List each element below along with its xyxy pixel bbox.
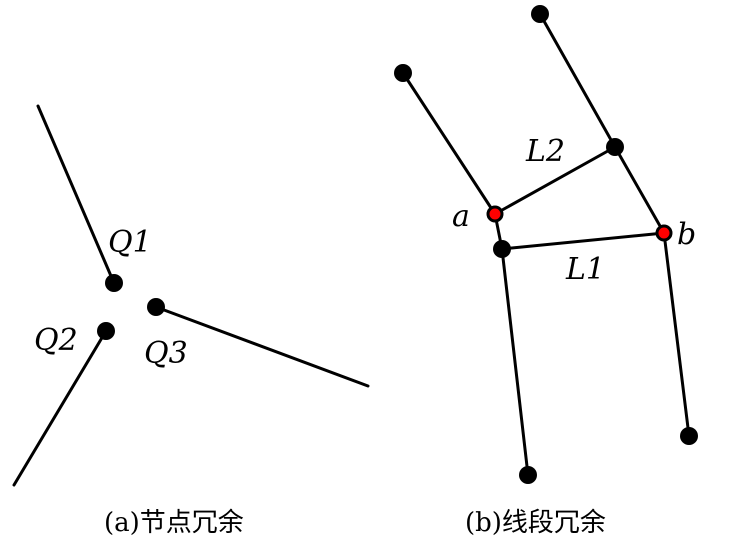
panel-a: Q1 Q2 Q3 (a)节点冗余 <box>12 104 370 538</box>
segment-q2 <box>12 329 108 487</box>
segment-q3 <box>154 305 370 388</box>
label-l2: L2 <box>525 134 565 169</box>
node-q3 <box>147 298 165 316</box>
node-a <box>486 205 504 223</box>
panel-b: L2 L1 a b (b)线段冗余 <box>394 5 698 538</box>
node-q1 <box>105 274 123 292</box>
label-l1: L1 <box>565 252 605 287</box>
node-b <box>655 224 673 242</box>
node-bottom-left <box>519 466 537 484</box>
segment-q1 <box>36 104 116 285</box>
segment-right-vertical <box>662 231 691 438</box>
segment-l1 <box>500 231 666 251</box>
node-top <box>531 5 549 23</box>
caption-a: (a)节点冗余 <box>104 508 244 538</box>
caption-b: (b)线段冗余 <box>465 508 606 538</box>
node-junction <box>606 138 624 156</box>
label-b: b <box>677 217 696 252</box>
node-l1-start <box>493 240 511 258</box>
segment-upper-left <box>401 71 497 216</box>
segment-left-vertical <box>500 247 530 477</box>
label-q1: Q1 <box>108 225 152 260</box>
node-q2 <box>97 322 115 340</box>
label-q3: Q3 <box>144 336 188 371</box>
label-q2: Q2 <box>34 323 78 358</box>
node-bottom-right <box>680 427 698 445</box>
label-a: a <box>452 199 470 234</box>
node-top-left <box>394 64 412 82</box>
segment-right-diagonal <box>613 145 666 235</box>
segment-top <box>538 12 617 149</box>
segment-l2 <box>493 145 617 216</box>
